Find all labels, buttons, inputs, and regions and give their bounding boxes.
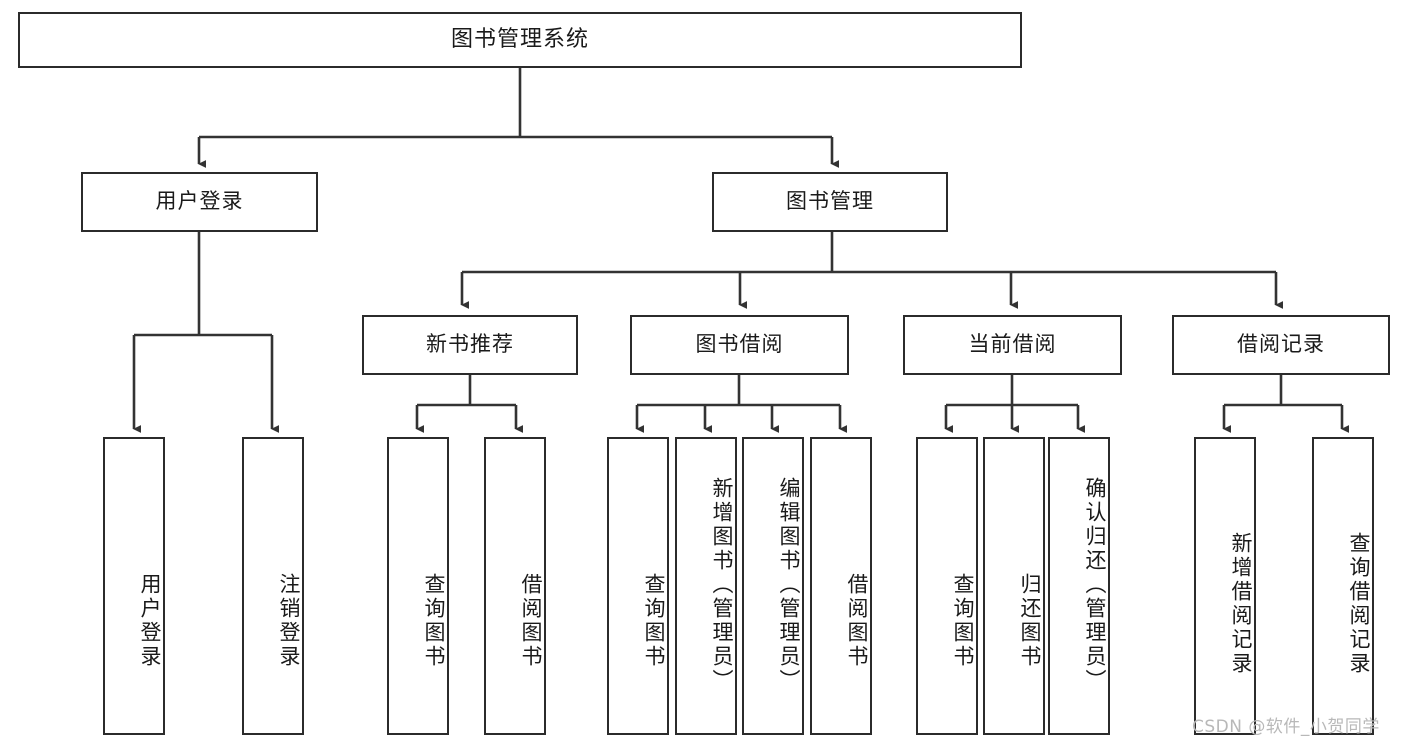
node-leaf-query-borrow-record[interactable]: 查询借阅记录 xyxy=(1312,437,1374,735)
node-leaf-user-login-label: 用户登录 xyxy=(138,573,162,669)
node-user-login-label: 用户登录 xyxy=(155,189,244,214)
node-leaf-borrow-book-2[interactable]: 借阅图书 xyxy=(810,437,872,735)
node-current-borrow-label: 当前借阅 xyxy=(968,332,1057,357)
node-book-manage[interactable]: 图书管理 xyxy=(712,172,948,232)
node-leaf-add-borrow-record-label: 新增借阅记录 xyxy=(1229,532,1253,676)
node-leaf-add-book-admin[interactable]: 新增图书（管理员） xyxy=(675,437,737,735)
node-leaf-query-borrow-record-label: 查询借阅记录 xyxy=(1347,532,1371,676)
node-leaf-borrow-book-1[interactable]: 借阅图书 xyxy=(484,437,546,735)
node-leaf-user-login[interactable]: 用户登录 xyxy=(103,437,165,735)
node-leaf-confirm-return-admin-label: 确认归还（管理员） xyxy=(1083,477,1107,693)
node-leaf-query-book-3-label: 查询图书 xyxy=(951,573,975,669)
node-leaf-borrow-book-1-label: 借阅图书 xyxy=(519,573,543,669)
node-leaf-add-borrow-record[interactable]: 新增借阅记录 xyxy=(1194,437,1256,735)
node-leaf-query-book-2[interactable]: 查询图书 xyxy=(607,437,669,735)
node-leaf-confirm-return-admin[interactable]: 确认归还（管理员） xyxy=(1048,437,1110,735)
node-new-book-recommend-label: 新书推荐 xyxy=(426,332,514,357)
node-root[interactable]: 图书管理系统 xyxy=(18,12,1022,68)
node-borrow-record-label: 借阅记录 xyxy=(1237,332,1325,357)
node-book-manage-label: 图书管理 xyxy=(786,189,874,214)
node-leaf-query-book-3[interactable]: 查询图书 xyxy=(916,437,978,735)
node-user-login[interactable]: 用户登录 xyxy=(81,172,318,232)
node-leaf-return-book-label: 归还图书 xyxy=(1018,573,1042,669)
node-leaf-borrow-book-2-label: 借阅图书 xyxy=(845,573,869,669)
node-current-borrow[interactable]: 当前借阅 xyxy=(903,315,1122,375)
node-leaf-query-book-1-label: 查询图书 xyxy=(422,573,446,669)
node-leaf-return-book[interactable]: 归还图书 xyxy=(983,437,1045,735)
node-leaf-query-book-2-label: 查询图书 xyxy=(642,573,666,669)
node-root-label: 图书管理系统 xyxy=(450,26,589,52)
node-leaf-edit-book-admin-label: 编辑图书（管理员） xyxy=(777,477,801,693)
node-leaf-logout[interactable]: 注销登录 xyxy=(242,437,304,735)
node-leaf-add-book-admin-label: 新增图书（管理员） xyxy=(710,477,734,693)
node-borrow-record[interactable]: 借阅记录 xyxy=(1172,315,1390,375)
node-new-book-recommend[interactable]: 新书推荐 xyxy=(362,315,578,375)
node-book-borrow[interactable]: 图书借阅 xyxy=(630,315,849,375)
node-leaf-query-book-1[interactable]: 查询图书 xyxy=(387,437,449,735)
node-leaf-logout-label: 注销登录 xyxy=(277,573,301,669)
node-leaf-edit-book-admin[interactable]: 编辑图书（管理员） xyxy=(742,437,804,735)
csdn-watermark: CSDN @软件_小贺同学 xyxy=(1192,717,1380,737)
node-book-borrow-label: 图书借阅 xyxy=(695,332,784,357)
